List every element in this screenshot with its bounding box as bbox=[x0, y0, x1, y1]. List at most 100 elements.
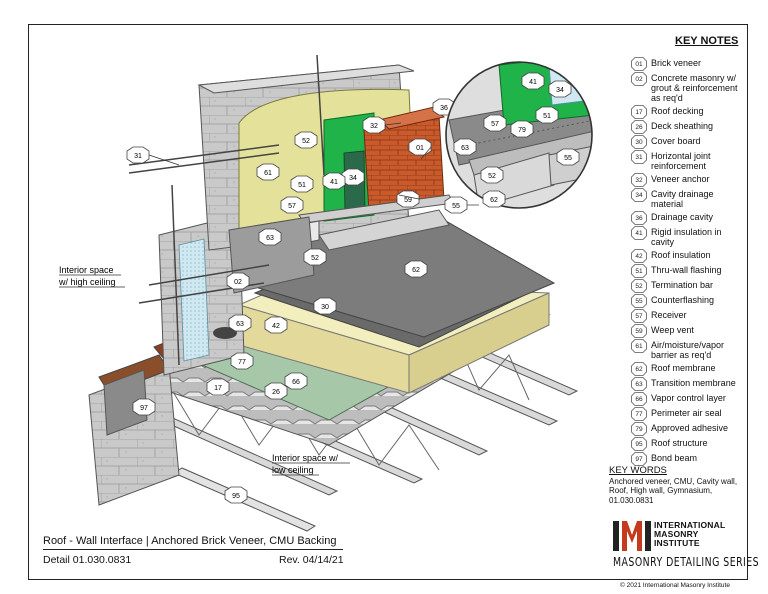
callout-95: 95 bbox=[224, 486, 248, 504]
copyright-notice: © 2021 International Masonry Institute bbox=[620, 582, 730, 589]
svg-text:32: 32 bbox=[370, 123, 378, 130]
key-note-text: Cover board bbox=[651, 136, 701, 146]
key-note-number-badge: 01 bbox=[631, 57, 647, 71]
svg-text:51: 51 bbox=[298, 182, 306, 189]
key-note-text: Deck sheathing bbox=[651, 121, 714, 131]
key-note-number-badge: 57 bbox=[631, 309, 647, 323]
interior-low-label-2: low ceiling bbox=[272, 465, 314, 475]
key-note-number: 59 bbox=[635, 328, 643, 335]
svg-text:41: 41 bbox=[330, 179, 338, 186]
counterflashing bbox=[318, 209, 450, 251]
imi-logo-name: INTERNATIONAL MASONRY INSTITUTE bbox=[654, 520, 726, 548]
callout-55: 55 bbox=[444, 196, 468, 214]
svg-text:52: 52 bbox=[302, 138, 310, 145]
key-note-number: 17 bbox=[635, 109, 643, 116]
callout-32: 32 bbox=[362, 116, 386, 134]
callout-52b: 52 bbox=[303, 248, 327, 266]
key-note-number-badge: 02 bbox=[631, 72, 647, 86]
svg-text:51: 51 bbox=[543, 113, 551, 120]
key-note-text: Transition membrane bbox=[651, 378, 736, 388]
key-notes-title: KEY NOTES bbox=[675, 35, 739, 47]
bond-beam-cmu bbox=[103, 369, 148, 436]
callout-63: 63 bbox=[258, 228, 282, 246]
detail-callout-63: 63 bbox=[453, 138, 477, 156]
callout-66: 66 bbox=[284, 372, 308, 390]
svg-text:41: 41 bbox=[529, 79, 537, 86]
key-note-number-badge: 31 bbox=[631, 150, 647, 164]
interior-high-label-1: Interior space bbox=[59, 265, 114, 275]
key-note-number-badge: 62 bbox=[631, 362, 647, 376]
key-note-number-badge: 17 bbox=[631, 105, 647, 119]
key-note-text: Roof membrane bbox=[651, 363, 716, 373]
svg-text:17: 17 bbox=[214, 385, 222, 392]
svg-text:52: 52 bbox=[311, 255, 319, 262]
roof-insulation-side bbox=[408, 292, 550, 394]
leader-lines bbox=[148, 104, 479, 206]
cmu-wall-top bbox=[197, 64, 415, 94]
detail-callout-57: 57 bbox=[483, 114, 507, 132]
svg-text:01: 01 bbox=[416, 145, 424, 152]
svg-text:63: 63 bbox=[236, 321, 244, 328]
svg-text:57: 57 bbox=[491, 121, 499, 128]
key-note-number-badge: 36 bbox=[631, 211, 647, 225]
key-note-text: Thru-wall flashing bbox=[651, 265, 722, 275]
key-note-text: Receiver bbox=[651, 310, 687, 320]
callout-31: 31 bbox=[126, 146, 150, 164]
key-note-number-badge: 79 bbox=[631, 422, 647, 436]
svg-text:30: 30 bbox=[321, 304, 329, 311]
callout-02: 02 bbox=[226, 272, 250, 290]
svg-text:77: 77 bbox=[238, 359, 246, 366]
key-note-number-badge: 32 bbox=[631, 173, 647, 187]
key-note-text: Cavity drainage material bbox=[651, 189, 714, 209]
svg-text:63: 63 bbox=[266, 235, 274, 242]
key-note-number-badge: 51 bbox=[631, 264, 647, 278]
key-note-number: 55 bbox=[635, 298, 643, 305]
interior-low-label-1: Interior space w/ bbox=[272, 453, 339, 463]
detail-callout-55: 55 bbox=[556, 148, 580, 166]
svg-text:62: 62 bbox=[490, 197, 498, 204]
key-note-number: 61 bbox=[635, 343, 643, 350]
drawing-sheet: 01 02 17 26 30 31 32 34 36 41 42 51 52 5… bbox=[28, 24, 759, 581]
key-note-text: Bond beam bbox=[651, 453, 698, 463]
key-note-text: Vapor control layer bbox=[651, 393, 726, 403]
svg-text:95: 95 bbox=[232, 493, 240, 500]
svg-text:57: 57 bbox=[288, 203, 296, 210]
key-note-text: Termination bar bbox=[651, 280, 714, 290]
detail-callout-79: 79 bbox=[510, 120, 534, 138]
key-note-text: Air/moisture/vapor barrier as req'd bbox=[651, 340, 725, 360]
key-words-title: KEY WORDS bbox=[609, 465, 667, 476]
key-note-number-badge: 55 bbox=[631, 294, 647, 308]
key-note-text: Rigid insulation in cavity bbox=[651, 227, 722, 247]
callout-51: 51 bbox=[290, 175, 314, 193]
svg-text:66: 66 bbox=[292, 379, 300, 386]
key-note-text: Roof structure bbox=[651, 438, 708, 448]
detail-callout-34: 34 bbox=[548, 80, 572, 98]
key-note-number-badge: 66 bbox=[631, 392, 647, 406]
key-note-number: 02 bbox=[635, 76, 643, 83]
svg-text:55: 55 bbox=[452, 203, 460, 210]
callout-62: 62 bbox=[404, 260, 428, 278]
svg-text:61: 61 bbox=[264, 170, 272, 177]
key-note-number-badge: 34 bbox=[631, 188, 647, 202]
key-note-text: Roof decking bbox=[651, 106, 704, 116]
key-note-number: 41 bbox=[635, 230, 643, 237]
key-note-number-badge: 59 bbox=[631, 324, 647, 338]
key-note-number: 36 bbox=[635, 215, 643, 222]
svg-text:79: 79 bbox=[518, 127, 526, 134]
key-note-text: Approved adhesive bbox=[651, 423, 729, 433]
key-note-number: 52 bbox=[635, 283, 643, 290]
key-note-text: Brick veneer bbox=[651, 58, 702, 68]
imi-logo-mark bbox=[613, 521, 651, 551]
callout-30: 30 bbox=[313, 297, 337, 315]
imi-logo: INTERNATIONAL MASONRY INSTITUTE MASONRY … bbox=[609, 519, 759, 581]
svg-text:34: 34 bbox=[349, 175, 357, 182]
perimeter-air-seal bbox=[213, 327, 237, 339]
key-note-number: 77 bbox=[635, 411, 643, 418]
key-note-number-badge: 77 bbox=[631, 407, 647, 421]
callout-57: 57 bbox=[280, 196, 304, 214]
svg-text:55: 55 bbox=[564, 155, 572, 162]
key-note-number-badge: 61 bbox=[631, 339, 647, 353]
revision-date: Rev. 04/14/21 bbox=[279, 554, 344, 566]
interior-high-label-2: w/ high ceiling bbox=[58, 277, 116, 287]
svg-text:97: 97 bbox=[140, 405, 148, 412]
